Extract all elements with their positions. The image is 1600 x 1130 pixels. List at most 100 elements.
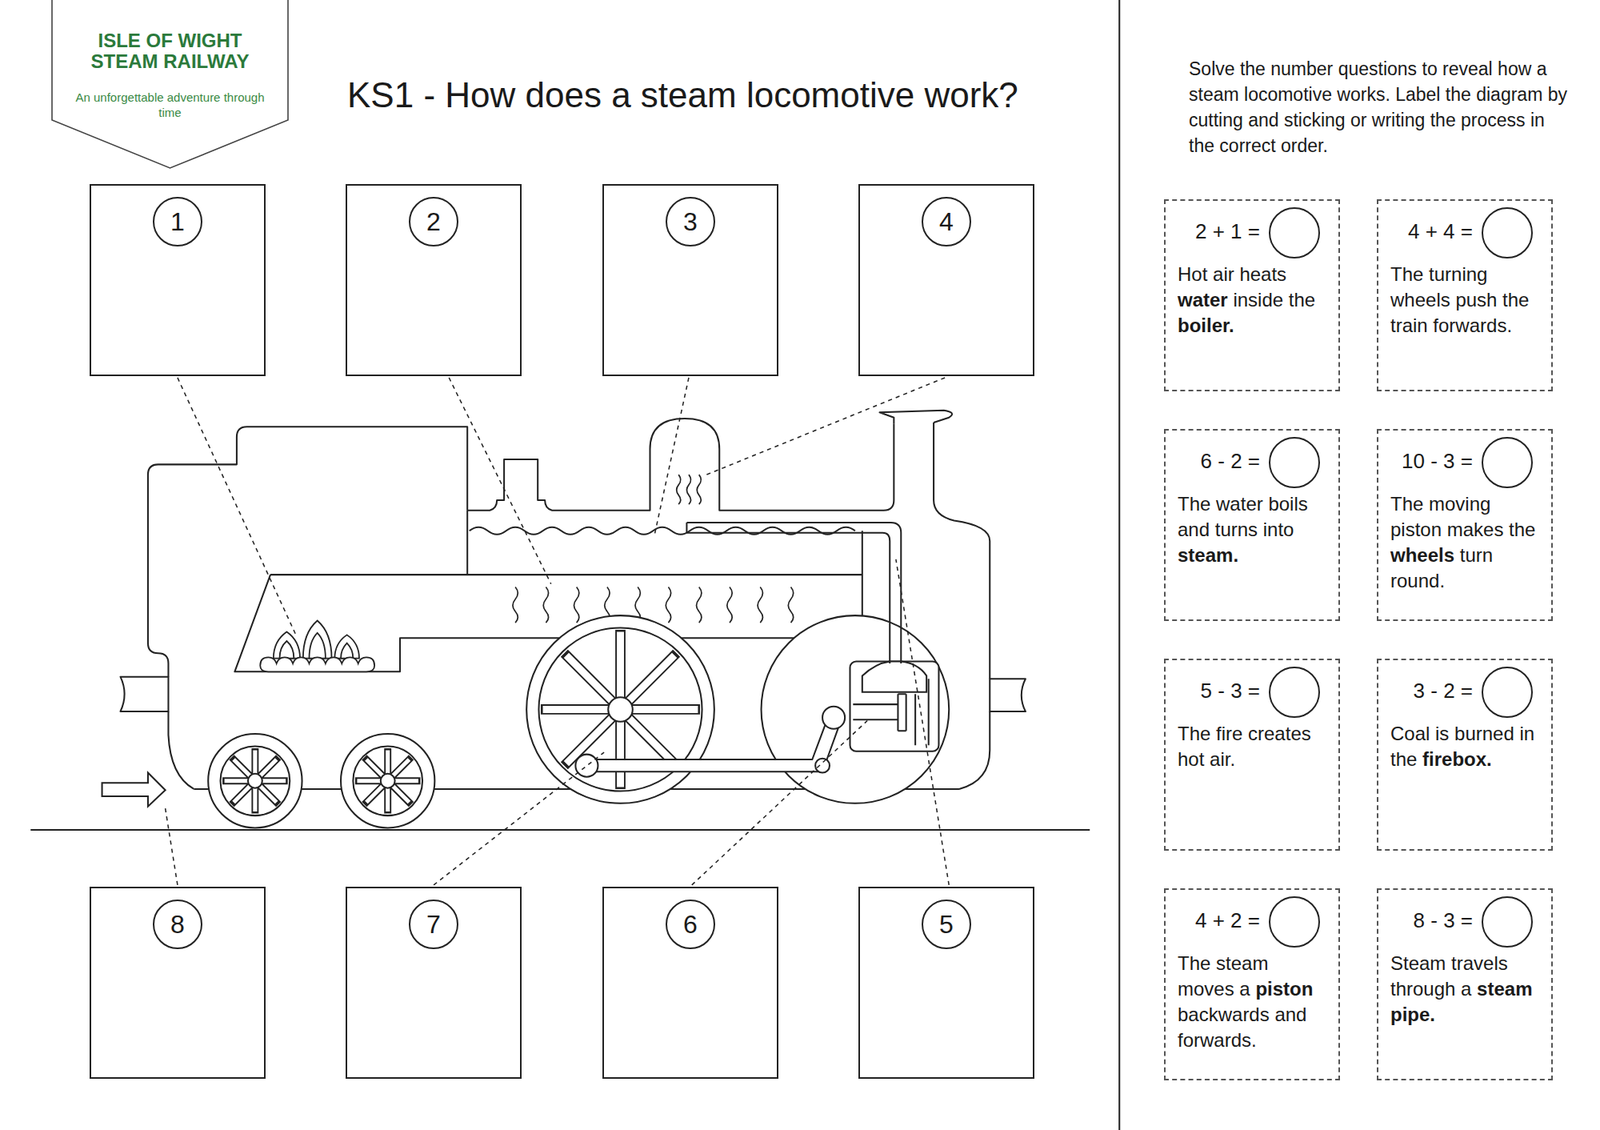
step-text: The turning wheels push the train forwar…: [1390, 261, 1543, 339]
callout-number: 7: [426, 909, 441, 939]
illustration-line: [686, 474, 691, 504]
shield-outline: [51, 0, 289, 170]
illustration-line: [356, 750, 419, 812]
callout-circle: 6: [665, 899, 716, 949]
steam-squiggles: [676, 474, 702, 504]
steam-pipe: [686, 522, 901, 664]
illustration-line: [704, 377, 945, 476]
number-question: 4 + 4 =: [1381, 218, 1473, 244]
answer-circle: [1481, 207, 1533, 259]
answer-circle: [1268, 896, 1320, 948]
logo-name: ISLE OF WIGHT STEAM RAILWAY: [76, 30, 265, 72]
front-lower: [959, 711, 990, 789]
label-box: 5: [858, 886, 1035, 1079]
title-wrap: KS1 - How does a steam locomotive work?: [347, 73, 1019, 117]
label-box: 6: [602, 886, 779, 1079]
small-wheel: [340, 733, 435, 828]
illustration-line: [356, 750, 419, 812]
illustration-line: [686, 522, 901, 664]
tube-top: [270, 573, 863, 576]
illustration-line: [165, 808, 178, 885]
illustration-line: [692, 720, 868, 885]
illustration-line: [177, 377, 296, 635]
step-card: 4 + 2 =The steam moves a piston backward…: [1164, 888, 1340, 1080]
hot-air-squiggles: [512, 586, 794, 623]
bold-word: steam: [1476, 977, 1532, 1000]
illustration-line: [727, 586, 732, 623]
illustration-line: [665, 586, 671, 623]
step-text: The moving piston makes the wheels turn …: [1390, 491, 1543, 594]
callout-circle: 4: [921, 196, 972, 247]
label-box: 3: [602, 184, 779, 376]
step-text: The fire creates hot air.: [1177, 720, 1330, 772]
illustration-line: [586, 718, 840, 772]
illustration-line: [822, 706, 845, 729]
number-question: 6 - 2 =: [1168, 448, 1260, 474]
connecting-rod: [575, 706, 845, 777]
illustration-line: [788, 586, 793, 623]
illustration-line: [685, 522, 688, 533]
shield-shape: [52, 0, 288, 168]
illustration-line: [575, 754, 598, 777]
step-card: 5 - 3 = The fire creates hot air.: [1164, 658, 1340, 851]
boiler-top: [467, 418, 894, 511]
illustration-line: [696, 586, 702, 623]
step-text: Coal is burned in the firebox.: [1390, 720, 1543, 772]
label-box: 7: [345, 886, 522, 1079]
illustration-line: [224, 750, 287, 812]
illustration-line: [686, 532, 890, 664]
number-question: 4 + 2 =: [1168, 907, 1260, 933]
callout-number: 1: [170, 207, 185, 236]
answer-circle: [1268, 207, 1320, 259]
step-card: 6 - 2 =The water boils and turns into st…: [1164, 428, 1340, 621]
illustration-line: [448, 377, 552, 584]
bold-word: firebox.: [1422, 748, 1492, 770]
coal: [260, 656, 375, 672]
callout-number: 4: [939, 207, 954, 236]
illustration-line: [248, 773, 263, 788]
illustration-line: [512, 586, 518, 623]
flame-inner: [308, 632, 325, 659]
step-card: 3 - 2 =Coal is burned in the firebox.: [1376, 658, 1553, 851]
illustration-line: [352, 745, 423, 816]
illustration-line: [761, 615, 950, 804]
bold-word: steam.: [1177, 544, 1239, 566]
rear-buffer: [120, 676, 169, 712]
step-text: Hot air heats water inside the boiler.: [1177, 261, 1330, 339]
flame: [303, 620, 332, 659]
callout-number: 8: [170, 909, 185, 939]
illustration-line: [220, 745, 291, 816]
flame: [334, 634, 360, 658]
callout-number: 2: [426, 207, 441, 236]
illustration-line: [380, 773, 396, 788]
step-text: Steam travels through a steam pipe.: [1390, 950, 1543, 1028]
callout-circle: 8: [152, 899, 203, 949]
answer-circle: [1481, 436, 1533, 488]
logo-shield: ISLE OF WIGHT STEAM RAILWAY An unforgetta…: [51, 0, 289, 170]
flame-inner: [340, 643, 353, 659]
illustration-line: [224, 750, 287, 812]
label-box: 1: [89, 184, 266, 376]
step-card: 2 + 1 =Hot air heats water inside the bo…: [1164, 199, 1340, 392]
illustration-line: [676, 474, 681, 504]
step-card: 4 + 4 = The turning wheels push the train…: [1376, 199, 1553, 392]
boiler-back: [466, 510, 468, 575]
answer-circle: [1481, 666, 1533, 718]
answer-circle: [1481, 896, 1533, 948]
step-card: 10 - 3 =The moving piston makes the whee…: [1376, 428, 1553, 621]
callout-circle: 3: [665, 196, 716, 247]
callout-number: 6: [683, 909, 698, 939]
cab-outline: [148, 426, 468, 677]
front-buffer: [989, 678, 1026, 712]
illustration-line: [696, 474, 701, 504]
track-line: [30, 828, 1090, 831]
number-question: 5 - 3 =: [1168, 677, 1260, 704]
direction-arrow: [102, 772, 166, 807]
illustration-line: [355, 748, 421, 814]
coal-and-flames: [260, 620, 375, 672]
instructions: Solve the number questions to reveal how…: [1188, 56, 1573, 159]
drive-wheel: [761, 615, 950, 804]
illustration-line: [355, 748, 421, 814]
logo-tagline: An unforgettable adventure through time: [76, 89, 265, 120]
